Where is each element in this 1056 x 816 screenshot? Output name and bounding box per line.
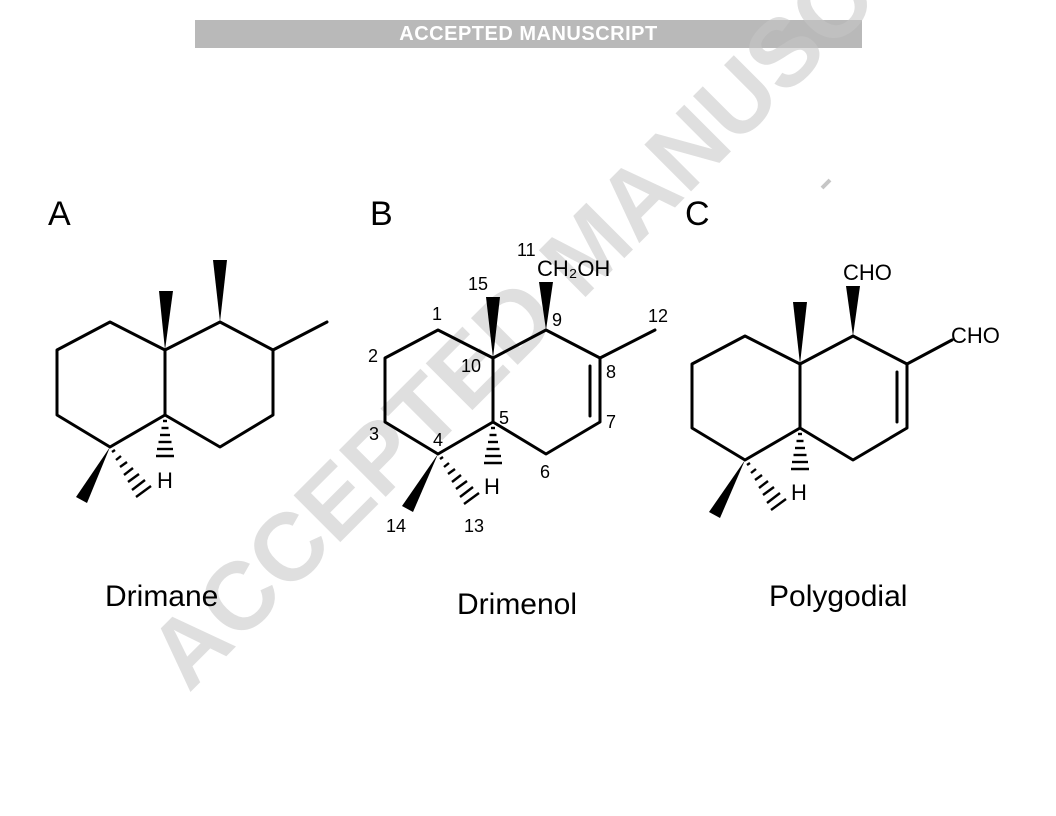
polygodial-structure (690, 334, 954, 462)
drimane-structure (55, 320, 329, 449)
polygodial-wedge-c9-cho (846, 286, 860, 336)
drimenol-wedge-c14 (402, 454, 438, 512)
polygodial-right-ring (798, 334, 909, 462)
drimane-methyl-bond (271, 320, 329, 352)
polygodial-wedge-c10-methyl (793, 302, 807, 364)
drimenol-hash-c13 (439, 456, 480, 505)
drimenol-num-8: 8 (606, 362, 616, 382)
polygodial-hash-c4-methyl (746, 462, 787, 511)
drimane-right-ring (163, 320, 275, 449)
drimenol-num-10: 10 (461, 356, 481, 376)
drimenol-h-label: H (484, 474, 500, 499)
drimenol-left-ring (383, 328, 495, 456)
drimenol-num-7: 7 (606, 412, 616, 432)
drimenol-num-5: 5 (499, 408, 509, 428)
drimenol-num-12: 12 (648, 306, 668, 326)
drimane-wedge-c9-methyl (213, 260, 227, 322)
drimenol-c12-bond (598, 328, 657, 360)
panel-label-b: B (370, 195, 393, 233)
polygodial-hash-c5-h (791, 432, 809, 471)
drimane-wedge-c4-methyl (76, 447, 110, 503)
drimenol-atom-labels: 1 2 3 4 5 6 7 8 9 10 11 12 13 14 15 (368, 240, 668, 536)
panel-label-a: A (48, 195, 71, 233)
drimenol-num-9: 9 (552, 310, 562, 330)
drimenol-num-13: 13 (464, 516, 484, 536)
drimenol-num-1: 1 (432, 304, 442, 324)
compound-name-drimenol: Drimenol (457, 588, 578, 621)
drimenol-num-6: 6 (540, 462, 550, 482)
drimane-h-label: H (157, 468, 173, 493)
drimenol-num-11: 11 (517, 240, 536, 260)
drimenol-num-14: 14 (386, 516, 406, 536)
drimenol-wedge-c15 (486, 297, 500, 358)
drimenol-num-2: 2 (368, 346, 378, 366)
drimenol-hash-c5-h (484, 426, 502, 465)
polygodial-wedge-c4-methyl (709, 460, 745, 518)
polygodial-cho-bond (905, 338, 954, 366)
panel-label-c: C (685, 195, 710, 233)
polygodial-left-ring (690, 334, 802, 462)
polygodial-cho-top-label: CHO (843, 260, 892, 285)
drimane-hash-c5-h (156, 419, 174, 458)
compound-name-polygodial: Polygodial (769, 580, 908, 613)
drimenol-num-3: 3 (369, 424, 379, 444)
watermark-fragment (820, 178, 832, 190)
compound-name-drimane: Drimane (105, 580, 219, 613)
drimenol-num-4: 4 (433, 430, 443, 450)
drimenol-right-ring (491, 328, 602, 456)
drimenol-ch2oh-label: CH₂OH (537, 256, 610, 281)
drimenol-structure (383, 328, 657, 456)
accepted-manuscript-banner: ACCEPTED MANUSCRIPT (195, 20, 862, 48)
drimenol-wedge-c11 (539, 282, 553, 330)
drimenol-num-15: 15 (468, 274, 488, 294)
drimane-wedge-c10-methyl (159, 291, 173, 350)
drimane-hash-c4-methyl (111, 449, 152, 498)
polygodial-cho-side-label: CHO (951, 323, 1000, 348)
drimane-left-ring (55, 320, 167, 449)
polygodial-h-label: H (791, 480, 807, 505)
